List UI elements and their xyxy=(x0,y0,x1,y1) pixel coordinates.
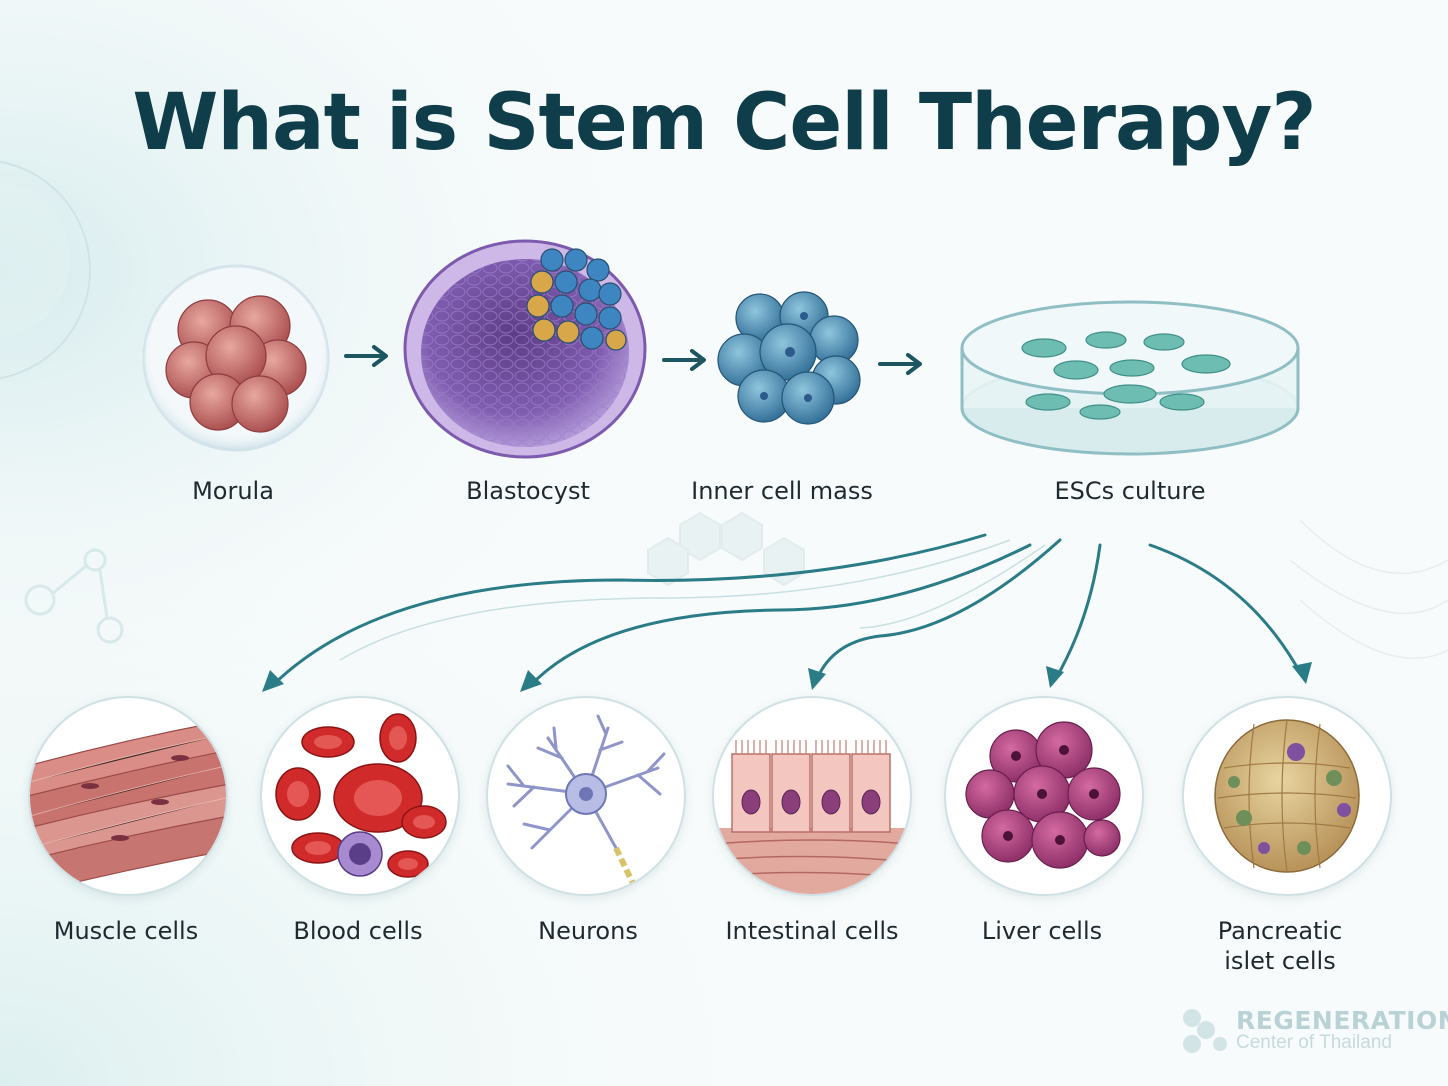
cell-label-neurons: Neurons xyxy=(538,917,638,945)
blood-cells-icon xyxy=(260,696,460,896)
neuron-icon xyxy=(486,696,686,896)
cell-label-blood: Blood cells xyxy=(293,917,423,945)
pancreatic-islet-cells-icon xyxy=(1182,696,1392,896)
muscle-cells-icon xyxy=(28,696,228,896)
cell-label-liver: Liver cells xyxy=(981,917,1103,945)
blastocyst-icon xyxy=(403,239,647,459)
stage-label-blastocyst: Blastocyst xyxy=(466,477,590,505)
stage-label-inner-cell-mass: Inner cell mass xyxy=(691,477,873,505)
stage-label-escs-culture: ESCs culture xyxy=(1054,477,1206,505)
liver-cells-icon xyxy=(944,696,1144,896)
cell-label-intestinal: Intestinal cells xyxy=(725,917,899,945)
page-title: What is Stem Cell Therapy? xyxy=(132,78,1316,168)
logo-mark-icon xyxy=(1183,1009,1227,1053)
arrow-icon xyxy=(878,353,922,375)
arrow-icon xyxy=(344,345,388,367)
cell-label-pancreatic: Pancreatic islet cells xyxy=(1180,916,1380,976)
petri-dish-icon xyxy=(960,300,1300,456)
logo: REGENERATION Center of Thailand xyxy=(1180,1006,1448,1056)
inner-cell-mass-icon xyxy=(717,291,861,425)
logo-subtitle: Center of Thailand xyxy=(1236,1032,1392,1053)
logo-title: REGENERATION xyxy=(1236,1006,1448,1035)
intestinal-cells-icon xyxy=(712,696,912,896)
cell-label-pancreatic-line1: Pancreatic xyxy=(1217,917,1343,945)
arrow-icon xyxy=(662,349,706,371)
stage-label-morula: Morula xyxy=(192,477,274,505)
morula-icon xyxy=(142,264,330,452)
cell-label-pancreatic-line2: islet cells xyxy=(1224,947,1336,975)
cell-label-muscle: Muscle cells xyxy=(53,917,199,945)
